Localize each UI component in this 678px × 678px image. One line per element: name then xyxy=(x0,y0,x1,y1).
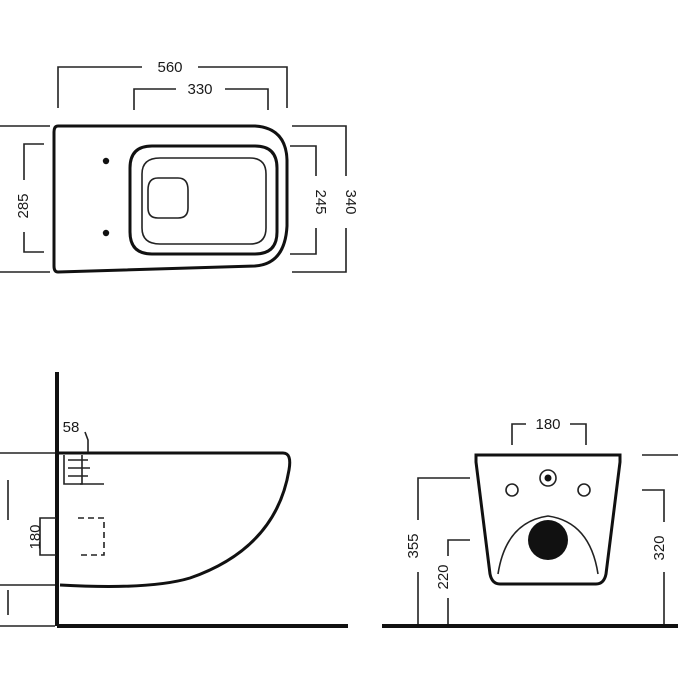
top-view: 560 330 285 245 340 xyxy=(0,59,359,274)
dim-top-height: 355 xyxy=(405,533,422,558)
bowl-rim xyxy=(128,144,279,256)
dimension-line xyxy=(511,423,587,445)
dimension-line xyxy=(57,66,288,108)
dimension-line xyxy=(642,489,665,624)
dim-bowl-width: 245 xyxy=(312,189,329,214)
dimension-line xyxy=(0,452,55,627)
dimension-line xyxy=(292,125,347,273)
top-view-outline xyxy=(52,124,289,274)
fixing-hole xyxy=(102,157,110,165)
fixing-hole xyxy=(102,229,110,237)
dimension-line xyxy=(84,431,89,452)
outlet-hole xyxy=(528,520,568,560)
front-view-outline xyxy=(474,453,622,586)
dim-outlet-height: 220 xyxy=(435,564,452,589)
bowl-inner xyxy=(497,515,599,575)
dimension-line xyxy=(23,143,44,253)
hidden-pipe xyxy=(78,517,105,556)
dim-pipe-height: 180 xyxy=(27,524,44,549)
dim-fixing-spacing: 180 xyxy=(535,416,560,433)
fixing-bolt xyxy=(68,459,104,485)
dim-overall-width: 340 xyxy=(342,189,359,214)
fixing-bracket xyxy=(63,455,83,485)
flush-inlet xyxy=(539,469,557,487)
front-view: 180 355 220 320 xyxy=(382,416,678,628)
flush-inlet-center xyxy=(544,474,552,482)
dimension-line xyxy=(0,125,50,273)
bowl-outlet xyxy=(147,177,189,219)
fixing-hole xyxy=(577,483,591,497)
bowl-opening xyxy=(141,157,267,245)
dimension-line xyxy=(133,88,269,110)
side-view-outline xyxy=(59,451,292,588)
fixing-hole xyxy=(505,483,519,497)
dim-bowl-length: 330 xyxy=(187,81,212,98)
dim-fixing-offset: 58 xyxy=(63,419,80,436)
dim-front-height: 320 xyxy=(651,535,668,560)
side-view: 58 180 xyxy=(0,372,348,628)
dim-rear-width: 285 xyxy=(15,193,32,218)
dimension-line xyxy=(39,517,56,556)
dimension-line xyxy=(447,539,470,624)
dimension-line xyxy=(417,477,470,624)
dimension-line xyxy=(290,145,317,255)
dim-overall-length: 560 xyxy=(157,59,182,76)
